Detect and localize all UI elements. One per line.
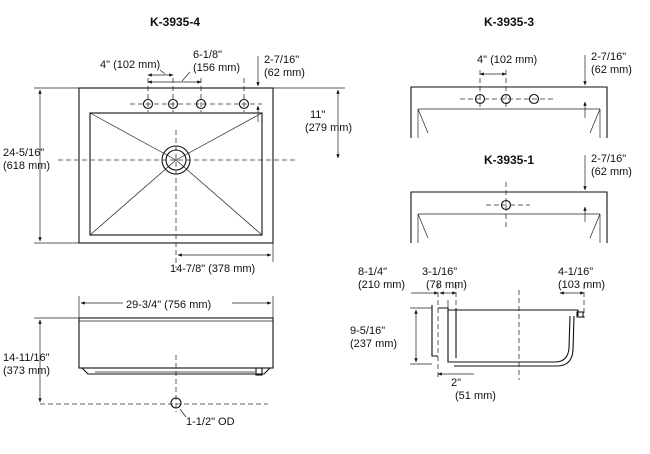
dim-62mm-1-label: (62 mm) [591, 166, 632, 178]
dim-618mm-label: (618 mm) [3, 160, 50, 172]
dim-1-1-2-od-label: 1-1/2" OD [186, 416, 235, 428]
dim-103mm-label: (103 mm) [558, 279, 605, 291]
dim-373mm-label: (373 mm) [3, 365, 50, 377]
dim-14-7-8-label: 14-7/8" (378 mm) [170, 263, 255, 275]
partial-view-k3935-3 [410, 70, 608, 138]
title-k3935-1: K-3935-1 [484, 153, 534, 167]
side-section-view [431, 284, 585, 380]
dim-62mm-label: (62 mm) [264, 67, 305, 79]
dim-4in-3-label: 4" (102 mm) [477, 54, 537, 66]
dim-62mm-3-label: (62 mm) [591, 64, 632, 76]
dim-2-7-16-3-label: 2-7/16" [591, 51, 626, 63]
dim-4-1-16-label: 4-1/16" [558, 266, 593, 278]
partial-view-k3935-1 [410, 182, 608, 243]
dim-24-5-16-label: 24-5/16" [3, 147, 44, 159]
dim-78mm-label: (78 mm) [426, 279, 467, 291]
dim-6-1-8-label: 6-1/8" [193, 49, 222, 61]
top-view-k3935-4 [58, 78, 295, 268]
dim-3-1-16-label: 3-1/16" [422, 266, 457, 278]
dim-210mm-label: (210 mm) [358, 279, 405, 291]
dim-4in-label: 4" (102 mm) [100, 59, 160, 71]
title-k3935-4: K-3935-4 [150, 15, 200, 29]
dim-237mm-label: (237 mm) [350, 338, 397, 350]
dim-2-7-16-1-label: 2-7/16" [591, 153, 626, 165]
dim-279mm-label: (279 mm) [305, 122, 352, 134]
title-k3935-3: K-3935-3 [484, 15, 534, 29]
dim-8-1-4-label: 8-1/4" [358, 266, 387, 278]
dim-9-5-16-label: 9-5/16" [350, 325, 385, 337]
dim-156mm-label: (156 mm) [193, 62, 240, 74]
front-view [40, 317, 274, 412]
dim-51mm-label: (51 mm) [455, 390, 496, 402]
dim-11in-label: 11" [310, 109, 325, 121]
dim-2-7-16-label: 2-7/16" [264, 54, 299, 66]
dim-2in-label: 2" [451, 377, 461, 389]
dim-29-3-4-label: 29-3/4" (756 mm) [126, 299, 211, 311]
dim-14-11-16-label: 14-11/16" [3, 352, 50, 364]
